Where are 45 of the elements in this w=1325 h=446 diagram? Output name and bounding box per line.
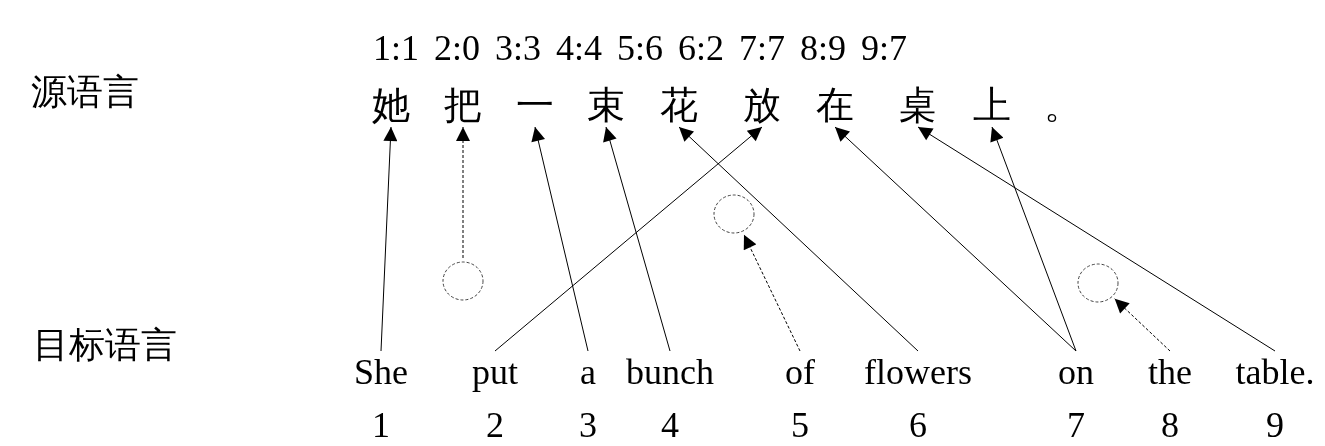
- dashed-arrow: [743, 234, 801, 352]
- word-number: 6: [909, 407, 927, 443]
- source-word: 放: [743, 86, 781, 124]
- arrow: [603, 126, 671, 352]
- word-number: 2: [486, 407, 504, 443]
- dashed-circle: [1077, 262, 1119, 304]
- alignment-pairs: 1:1 2:0 3:3 4:4 5:6 6:2 7:7 8:9 9:7: [373, 30, 907, 66]
- arrow: [380, 126, 398, 352]
- dashed-arrow: [456, 126, 470, 259]
- row-label: 源语言: [31, 74, 139, 110]
- arrow: [494, 126, 763, 352]
- source-word: 把: [444, 86, 482, 124]
- source-word: 上: [973, 86, 1011, 124]
- word-number: 4: [661, 407, 679, 443]
- target-word: table.: [1235, 354, 1315, 390]
- target-word: a: [580, 354, 596, 390]
- arrow: [917, 126, 1276, 352]
- source-word: 她: [372, 86, 410, 124]
- arrow: [834, 126, 1077, 352]
- arrow: [678, 126, 919, 352]
- dashed-circle: [713, 193, 755, 235]
- word-number: 3: [579, 407, 597, 443]
- target-word: bunch: [626, 354, 714, 390]
- target-word: She: [354, 354, 408, 390]
- word-number: 1: [372, 407, 390, 443]
- source-word: 。: [1044, 86, 1082, 124]
- source-word: 桌: [899, 86, 937, 124]
- word-number: 7: [1067, 407, 1085, 443]
- target-word: flowers: [864, 354, 972, 390]
- word-number: 8: [1161, 407, 1179, 443]
- target-word: put: [472, 354, 518, 390]
- source-word: 一: [516, 86, 554, 124]
- source-word: 束: [587, 86, 625, 124]
- arrow: [990, 126, 1077, 352]
- row-label: 目标语言: [33, 327, 177, 363]
- target-word: of: [785, 354, 815, 390]
- target-word: the: [1148, 354, 1192, 390]
- target-word: on: [1058, 354, 1094, 390]
- dashed-circle: [442, 260, 484, 302]
- dashed-arrow: [1114, 298, 1171, 352]
- word-number: 9: [1266, 407, 1284, 443]
- word-number: 5: [791, 407, 809, 443]
- arrow: [531, 126, 589, 352]
- source-word: 花: [660, 86, 698, 124]
- source-word: 在: [816, 86, 854, 124]
